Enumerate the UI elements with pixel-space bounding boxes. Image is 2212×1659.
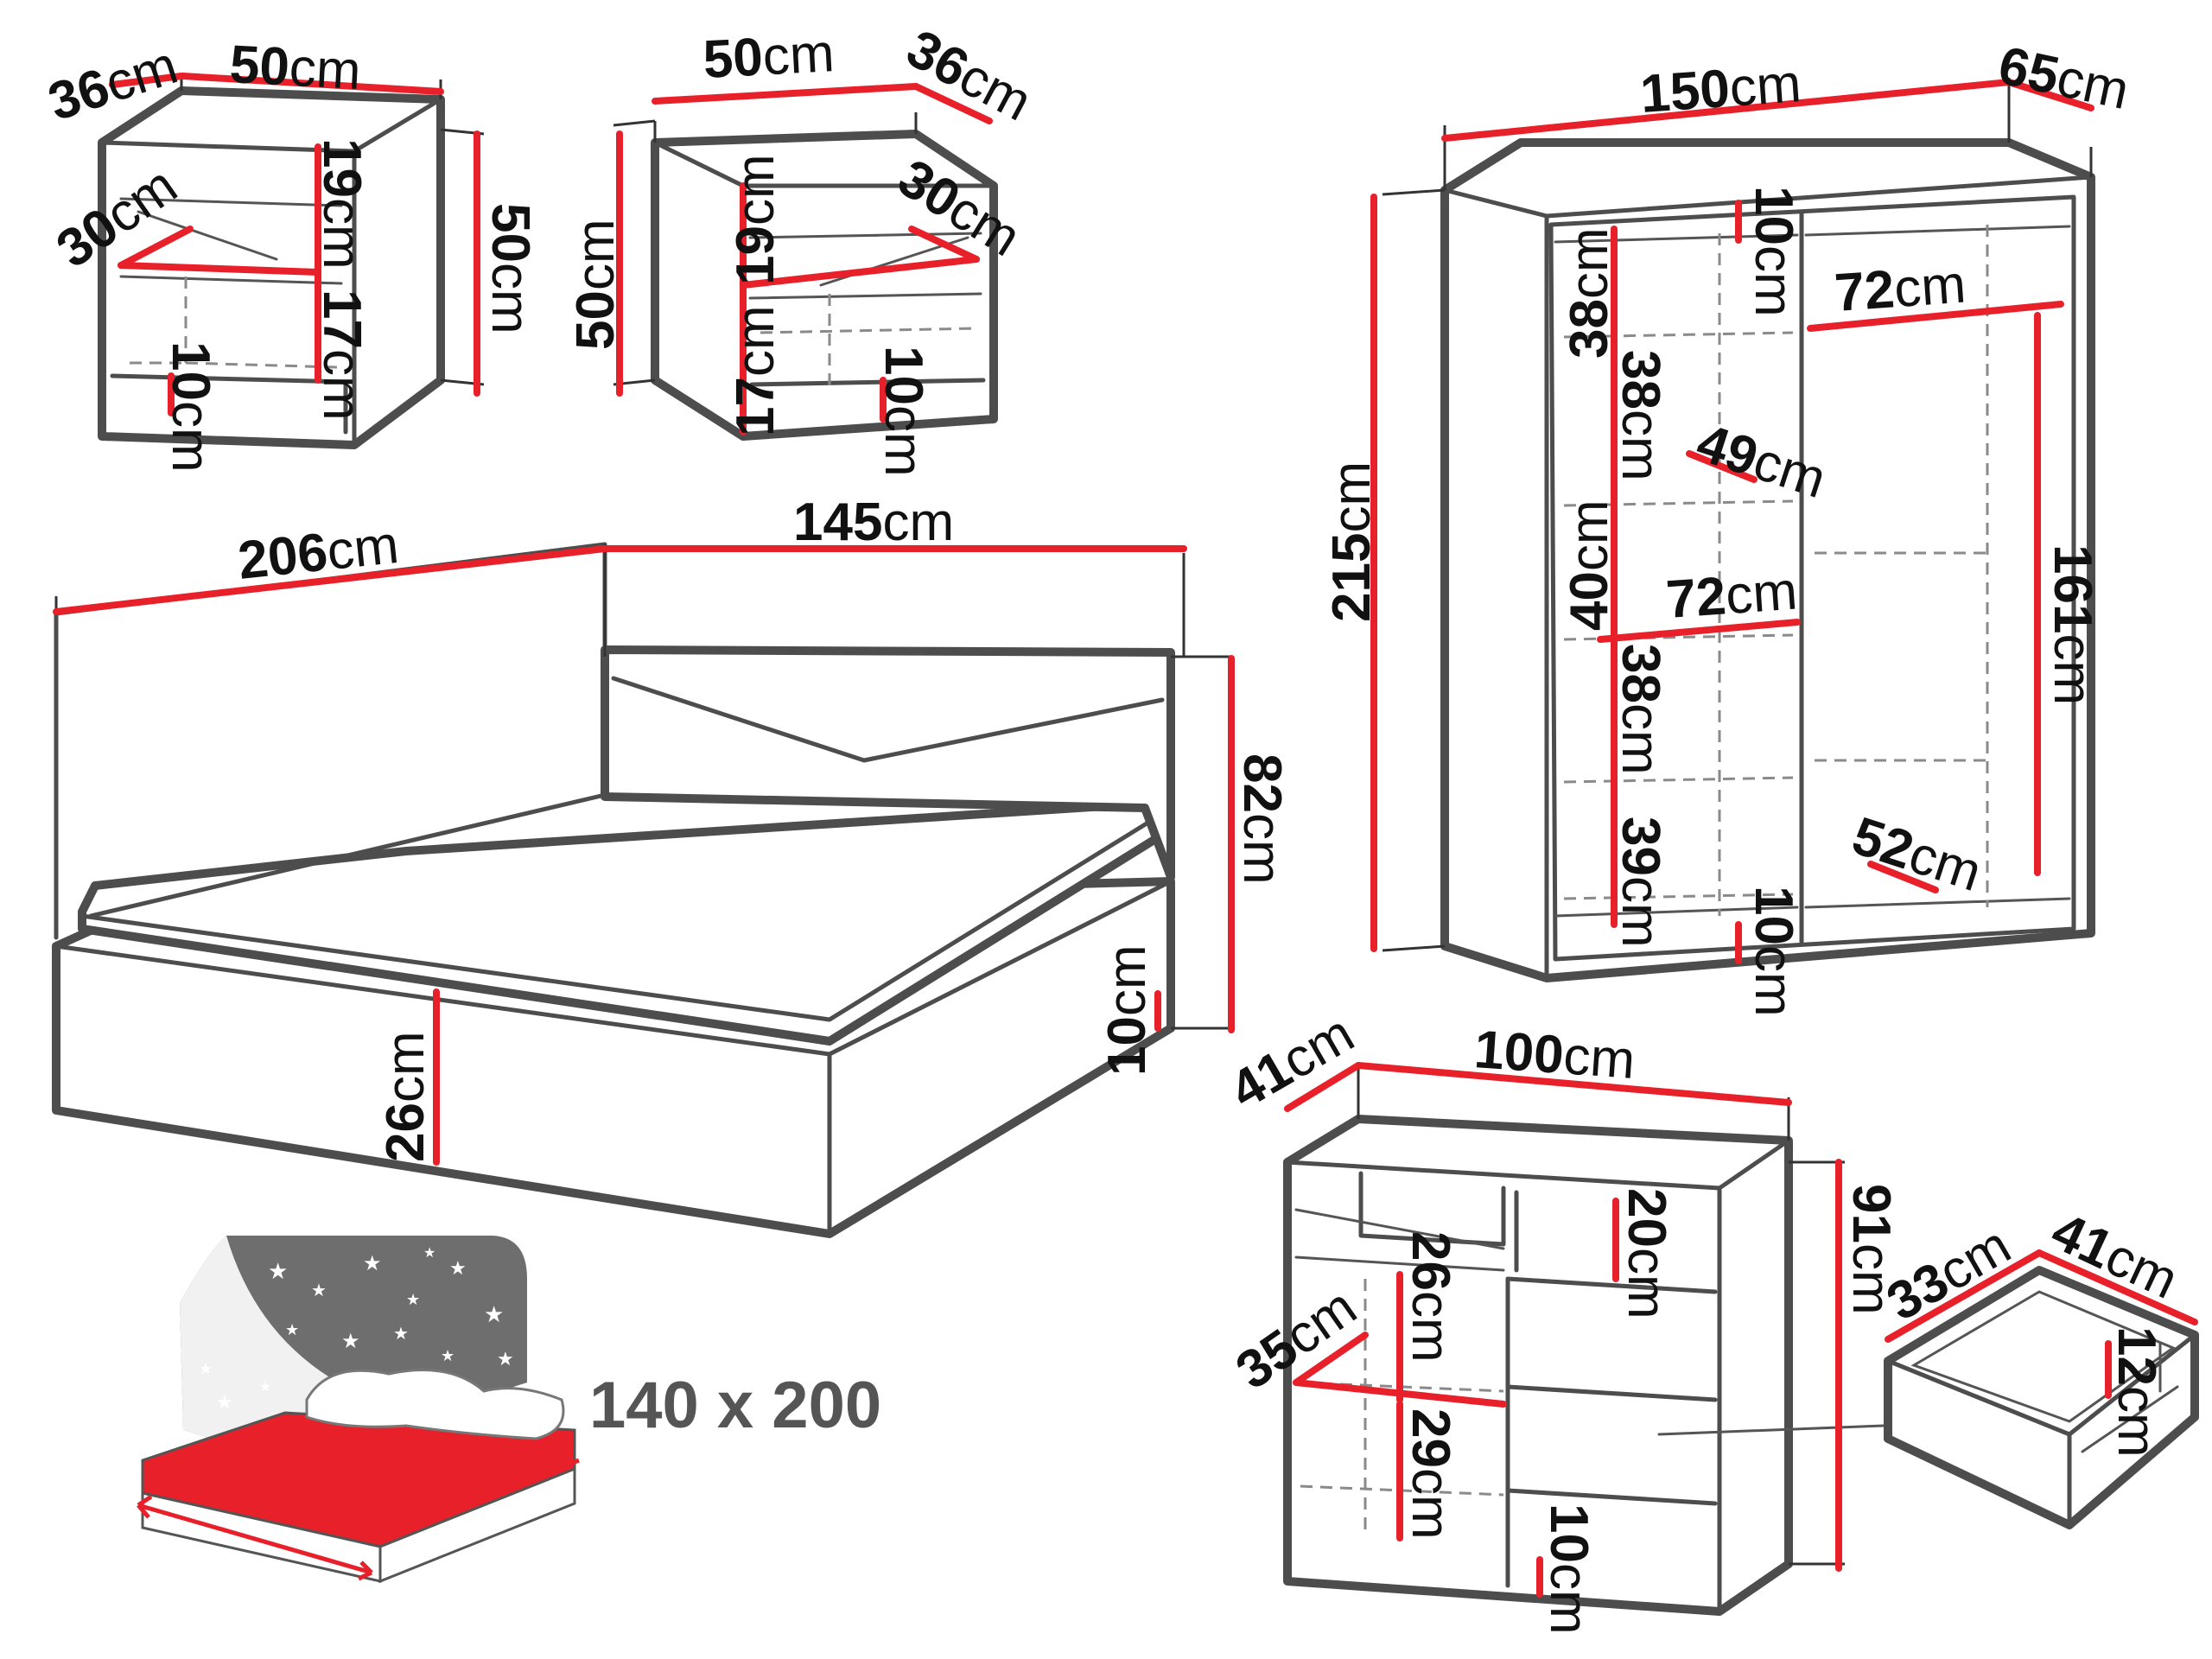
nightstand-right-width-line	[652, 83, 919, 105]
svg-text:★: ★	[363, 1251, 382, 1275]
wardrobe: 150cm 65cm 215cm 10cm 38cm 38cm 49cm 40c…	[1322, 35, 2134, 1016]
wardrobe-depth-label: 65cm	[1993, 35, 2134, 121]
nightstand-right-plinth-label: 10cm	[874, 346, 933, 477]
svg-text:★: ★	[259, 1378, 271, 1395]
svg-text:★: ★	[285, 1321, 299, 1339]
mattress-illustration: ★ ★ ★ ★ ★ ★ ★ ★ ★ ★ ★ ★ ★ ★ ★ 140 x 200	[137, 1236, 881, 1584]
nightstand-left-drawer-line	[118, 226, 194, 269]
wardrobe-width-label: 150cm	[1638, 54, 1802, 124]
star-icon: ★ ★ ★ ★ ★ ★ ★ ★ ★ ★ ★ ★ ★ ★ ★	[199, 1244, 514, 1414]
nightstand-right: 50cm 36cm 50cm 30cm 19cm 17cm 10cm	[566, 18, 1041, 476]
drawer-height-label: 12cm	[2107, 1326, 2166, 1458]
nightstand-left-upper-shelf-label: 19cm	[312, 138, 372, 270]
svg-text:★: ★	[341, 1329, 360, 1353]
bed-height-label: 82cm	[1232, 753, 1292, 885]
dresser-shelf-upper-label: 26cm	[1401, 1231, 1460, 1363]
wardrobe-shelf-5-label: 39cm	[1611, 817, 1670, 948]
wardrobe-depth-line	[2005, 79, 2094, 111]
dresser-height-label: 91cm	[1841, 1184, 1901, 1315]
wardrobe-height-label: 215cm	[1322, 461, 1382, 622]
dresser-depth-line	[1284, 1062, 1362, 1112]
svg-text:★: ★	[497, 1349, 514, 1370]
wardrobe-shelf-4-label: 38cm	[1611, 644, 1670, 775]
nightstand-right-depth-line	[912, 83, 993, 124]
bed-leg-height-label: 10cm	[1097, 944, 1157, 1076]
wardrobe-shelf-1-label: 38cm	[1560, 227, 1619, 359]
dresser: 41cm 100cm 91cm 20cm 26cm 35cm 29cm 10cm	[1221, 1004, 1902, 1635]
dresser-shelf-lower-label: 29cm	[1401, 1408, 1460, 1540]
nightstand-left-lower-shelf-label: 17cm	[312, 289, 372, 421]
nightstand-left: 36cm 50cm 50cm 30cm 19cm 17cm 10cm	[41, 35, 540, 473]
svg-text:★: ★	[406, 1291, 420, 1309]
wardrobe-plinth-label: 10cm	[1744, 886, 1803, 1017]
svg-text:★: ★	[449, 1258, 467, 1280]
drawer: 33cm 41cm 12cm	[1878, 1201, 2199, 1529]
drawer-depth-line	[2036, 1249, 2198, 1325]
svg-text:★: ★	[199, 1360, 213, 1378]
svg-text:★: ★	[484, 1302, 504, 1328]
dresser-drawer-top-label: 20cm	[1617, 1188, 1676, 1319]
wardrobe-hanging-height-label: 161cm	[2043, 544, 2102, 705]
dresser-plinth-label: 10cm	[1539, 1503, 1599, 1635]
wardrobe-shelf-3-label: 40cm	[1560, 499, 1619, 631]
wardrobe-shelf-2-label: 38cm	[1611, 350, 1670, 481]
bed-length-line	[53, 545, 608, 615]
wardrobe-top-rail-label: 10cm	[1744, 186, 1803, 317]
dresser-width-line	[1355, 1062, 1792, 1106]
nightstand-right-drawer-line	[740, 256, 980, 289]
nightstand-left-depth-line	[109, 73, 185, 88]
nightstand-left-height-label: 50cm	[480, 203, 540, 334]
mattress-size-label: 140 x 200	[589, 1369, 881, 1442]
bed-length-label: 206cm	[235, 515, 401, 591]
nightstand-right-depth-label: 36cm	[897, 18, 1040, 132]
bed-width-label: 145cm	[793, 493, 954, 552]
nightstand-right-lower-shelf-label: 17cm	[726, 305, 785, 436]
wardrobe-rail-width-label: 72cm	[1833, 255, 1967, 323]
wardrobe-shelf-width-label: 72cm	[1664, 562, 1799, 630]
bed-frame-height-label: 26cm	[376, 1031, 435, 1162]
pillow-icon	[305, 1369, 565, 1440]
bed: 206cm 145cm 82cm 26cm 10cm	[52, 493, 1292, 1238]
svg-text:★: ★	[311, 1280, 327, 1300]
drawer-width-line	[1885, 1249, 2043, 1343]
nightstand-left-width-line	[180, 73, 444, 95]
svg-text:★: ★	[423, 1244, 435, 1261]
wardrobe-width-line	[1441, 79, 2012, 142]
nightstand-left-plinth-label: 10cm	[161, 341, 220, 473]
svg-text:★: ★	[441, 1347, 454, 1365]
nightstand-right-width-label: 50cm	[702, 23, 836, 90]
nightstand-right-height-label: 50cm	[566, 219, 626, 350]
nightstand-right-upper-shelf-label: 19cm	[726, 154, 785, 285]
svg-text:★: ★	[216, 1392, 233, 1414]
dresser-width-label: 100cm	[1472, 1020, 1637, 1090]
svg-text:★: ★	[268, 1259, 288, 1285]
svg-text:★: ★	[393, 1323, 409, 1344]
nightstand-left-width-label: 50cm	[228, 35, 362, 101]
